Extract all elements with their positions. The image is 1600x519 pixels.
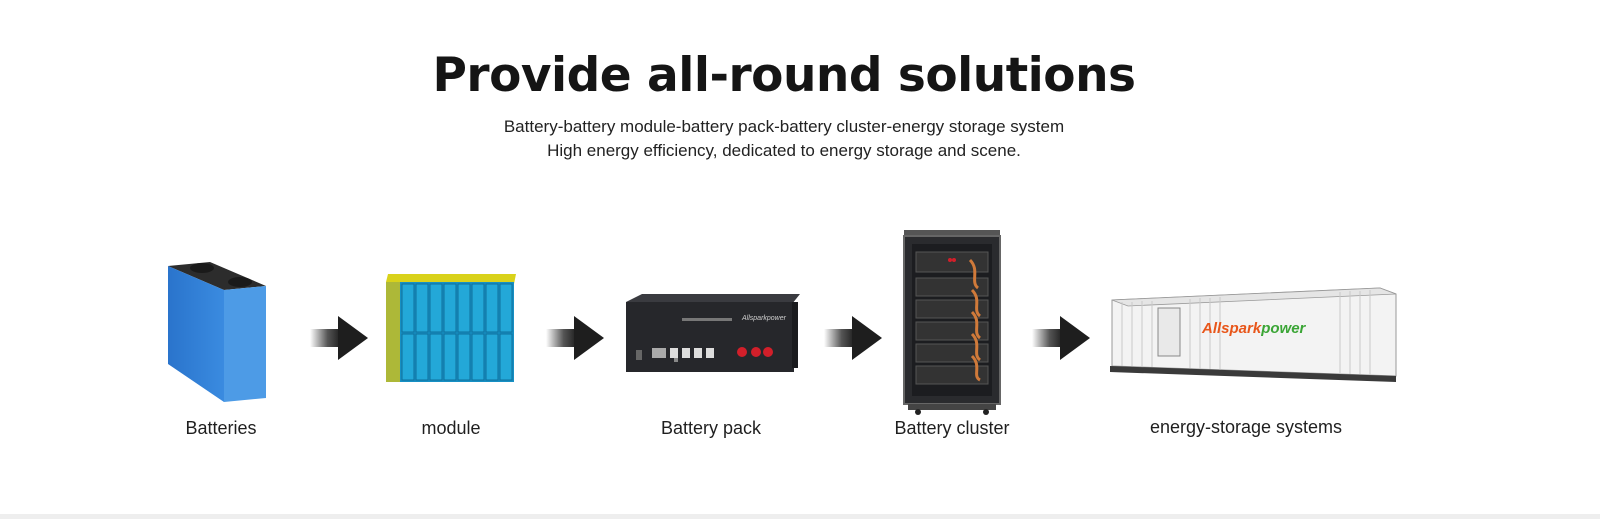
arrow-right-icon [1032, 316, 1090, 360]
svg-text:Allsparkpower: Allsparkpower [1201, 320, 1307, 337]
battery-cluster-icon [903, 230, 1001, 415]
arrow-right-icon [546, 316, 604, 360]
energy-storage-container-icon: Allsparkpower [1110, 287, 1397, 382]
battery-cell-icon [168, 262, 266, 402]
label-battery-pack: Battery pack [660, 418, 762, 438]
battery-pack-brand-text: Allsparkpower [741, 315, 787, 322]
page-title: Provide all-round solutions [432, 48, 1136, 103]
subtitle-line-1: Battery-battery module-battery pack-batt… [503, 117, 1065, 136]
label-batteries: Batteries [185, 418, 257, 438]
footer-divider [0, 514, 1600, 519]
arrow-right-icon [310, 316, 368, 360]
label-module: module [421, 418, 481, 438]
label-battery-cluster: Battery cluster [894, 418, 1010, 438]
arrow-right-icon [824, 316, 882, 360]
subtitle-line-2: High energy efficiency, dedicated to ene… [547, 141, 1021, 160]
battery-pack-icon: Allsparkpower [626, 294, 800, 372]
label-energy-storage-systems: energy-storage systems [1149, 417, 1343, 437]
brand-text-power: power [1260, 320, 1306, 337]
brand-text-allspark: Allspark [1201, 320, 1262, 337]
battery-module-icon [386, 274, 516, 382]
